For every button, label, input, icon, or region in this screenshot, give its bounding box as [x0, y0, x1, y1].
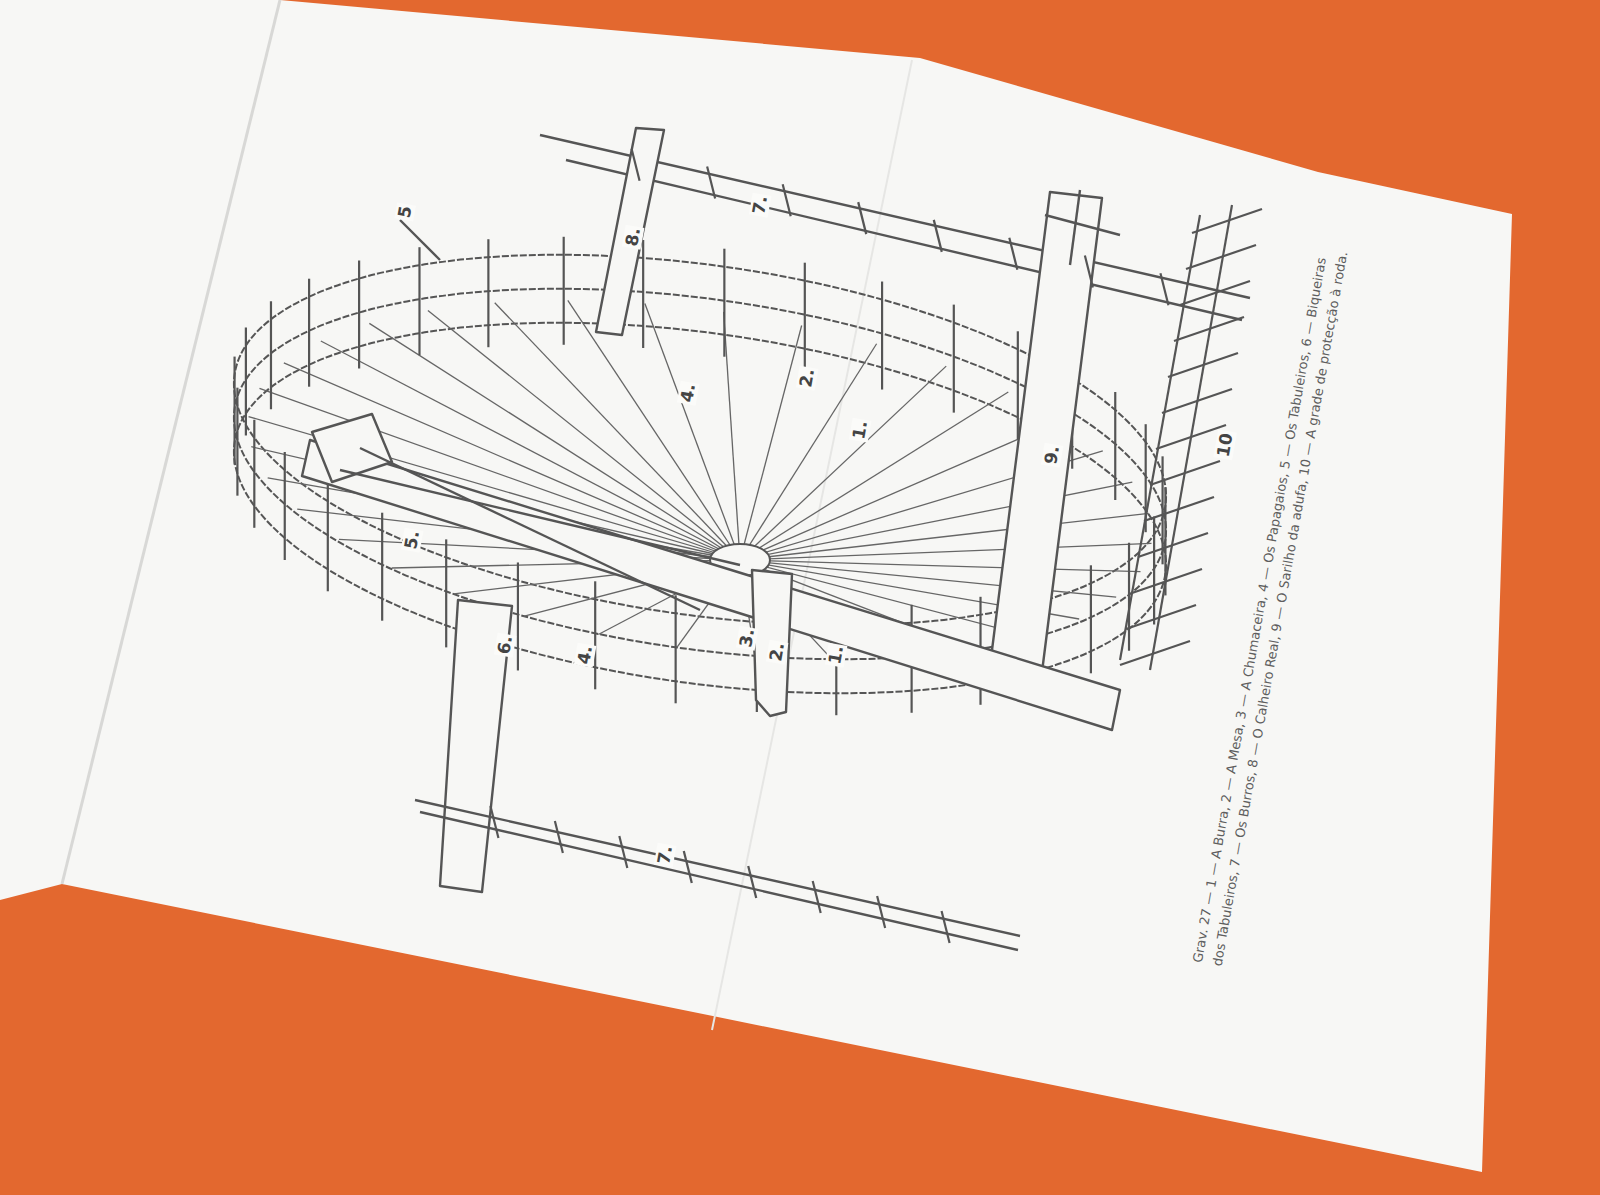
callout-number: 5: [394, 203, 415, 222]
rail-pin: [1085, 255, 1093, 287]
wheel-paddle: [445, 539, 447, 647]
frame: [302, 128, 1250, 950]
wheel-paddle: [675, 595, 677, 703]
rail-pin: [684, 851, 692, 883]
callout-number: 4.: [677, 380, 699, 405]
rail: [420, 812, 1018, 950]
pin: [1070, 190, 1080, 265]
page-edge: [62, 0, 280, 884]
callout-number: 7.: [749, 192, 771, 217]
wheel-paddle: [1153, 517, 1155, 625]
brace: [400, 220, 440, 260]
bearing-block: [752, 570, 792, 716]
wheel-paddle: [253, 420, 255, 528]
wheel-paddle: [236, 388, 238, 496]
wheel-spoke: [645, 303, 740, 560]
rail-pin: [555, 821, 563, 853]
rail-pin: [877, 896, 885, 928]
wheel-spoke: [568, 300, 740, 560]
wheel-spoke: [740, 482, 1132, 560]
wheel-paddle: [563, 237, 565, 345]
wheel-paddle: [381, 513, 383, 621]
callout-number: 3.: [736, 625, 758, 650]
wheel-paddle: [418, 247, 420, 355]
wheel-paddle: [517, 562, 519, 670]
wheel-spoke: [740, 325, 802, 560]
callout-number: 6.: [494, 632, 516, 657]
rail-pin: [942, 911, 950, 943]
wheel-paddle: [1017, 331, 1019, 439]
wheel-paddle: [1128, 543, 1130, 651]
wheel-paddle: [327, 483, 329, 591]
rail-pin: [934, 220, 942, 252]
wheel-paddle: [308, 279, 310, 387]
wheel-paddle: [233, 357, 235, 465]
rail-pin: [1009, 238, 1017, 270]
callout-number: 2.: [766, 639, 788, 664]
wheel-paddle: [245, 327, 247, 435]
wheel-spoke: [740, 344, 877, 560]
book-page: [0, 0, 1512, 1172]
rail-pin: [748, 866, 756, 898]
callout-number: 5.: [401, 527, 423, 552]
wheel-paddle: [487, 239, 489, 347]
rail: [415, 800, 1020, 936]
callout-number: 9.: [1041, 442, 1063, 467]
post: [990, 192, 1102, 672]
wheel-spoke: [740, 392, 1008, 560]
brace: [340, 470, 740, 565]
wheel-paddle: [358, 260, 360, 368]
caption: Grav. 27 — 1 — A Burra, 2 — A Mesa, 3 — …: [1188, 232, 1356, 968]
rail-pin: [707, 167, 715, 199]
rail-pin: [490, 806, 498, 838]
callout-number: 4.: [574, 642, 596, 667]
rail-pin: [813, 881, 821, 913]
wheel-spoke: [724, 312, 740, 560]
wheel-paddle: [1090, 565, 1092, 673]
wheel-paddle: [270, 301, 272, 409]
callout-number: 2.: [796, 365, 818, 390]
callout-number: 7.: [654, 842, 676, 867]
wheel-paddle: [804, 263, 806, 371]
pins: [490, 149, 1262, 943]
wheel-paddle: [284, 452, 286, 560]
wheel-spoke: [740, 543, 1151, 560]
callout-number: 10: [1213, 430, 1236, 460]
callout-number: 8.: [622, 224, 644, 249]
wheel-spoke: [740, 513, 1149, 560]
wheel-paddle: [594, 581, 596, 689]
callout-number: 1.: [849, 417, 871, 442]
rail-pin: [1160, 273, 1168, 305]
rail-pin: [858, 202, 866, 234]
pin: [1045, 215, 1120, 235]
wheel-paddle: [723, 249, 725, 357]
rail-pin: [632, 149, 640, 181]
rail: [566, 160, 1242, 320]
callout-number: 1.: [825, 642, 847, 667]
rail-pin: [783, 184, 791, 216]
wheel-paddle: [953, 305, 955, 413]
grating-bar: [1120, 215, 1200, 660]
brace: [360, 448, 700, 610]
beam: [302, 440, 1120, 730]
wheel-paddle: [881, 282, 883, 390]
wheel-spoke: [740, 366, 946, 560]
wheel-paddle: [1114, 392, 1116, 500]
wheel-paddle: [642, 240, 644, 348]
rail-pin: [619, 836, 627, 868]
beam: [596, 128, 664, 335]
